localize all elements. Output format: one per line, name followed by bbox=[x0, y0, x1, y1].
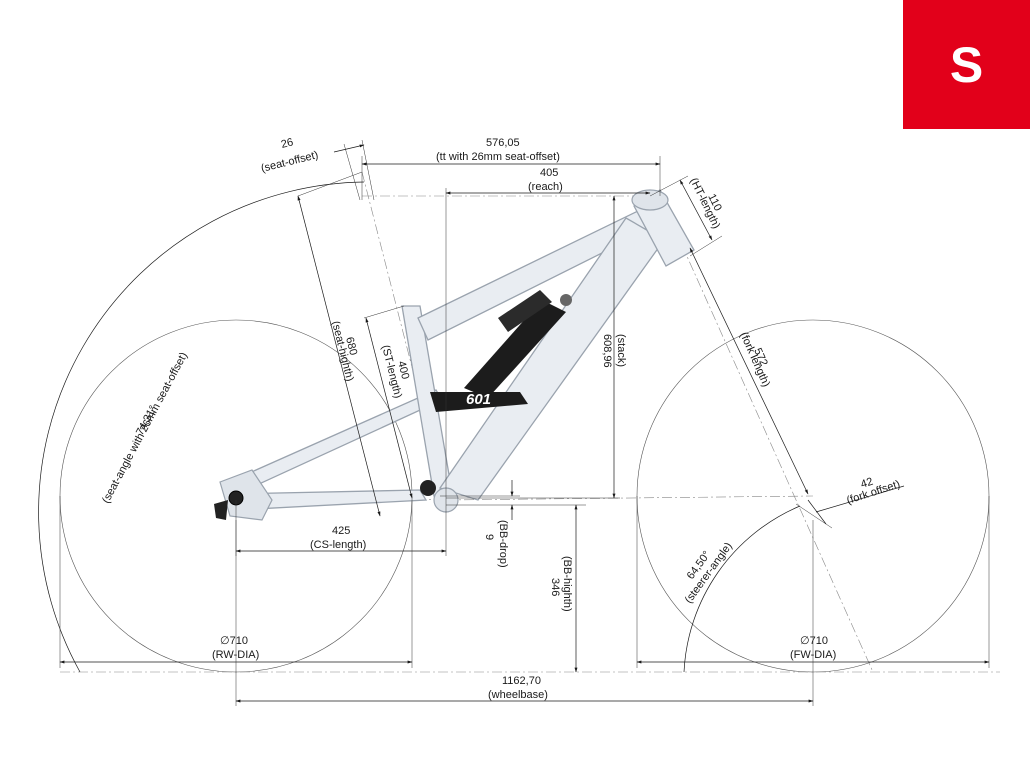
frame-decal: 601 bbox=[466, 391, 491, 408]
bb-height-value: 346 bbox=[549, 578, 561, 596]
bb-drop-label: (BB-drop) bbox=[497, 520, 509, 568]
seat-offset-label: (seat-offset) bbox=[260, 149, 320, 175]
reach-dimension: 405 (reach) bbox=[445, 167, 651, 500]
seat-angle-dimension: 74,31° (seat-angle with 26mm seat-offset… bbox=[38, 181, 365, 673]
stack-value: 608,96 bbox=[601, 334, 613, 368]
size-badge: S bbox=[903, 0, 1030, 129]
reach-label: (reach) bbox=[528, 181, 563, 193]
bb-drop-value: 9 bbox=[483, 534, 495, 540]
fork-offset-value: 42 bbox=[859, 476, 874, 491]
seat-height-dimension: 680 (seat-highth) bbox=[297, 171, 381, 517]
fork-offset-label: (fork offset) bbox=[845, 478, 901, 507]
seat-offset-dimension: 26 (seat-offset) bbox=[260, 136, 375, 201]
rear-wheel-label: (RW-DIA) bbox=[212, 649, 259, 661]
seat-offset-value: 26 bbox=[280, 136, 295, 151]
seat-tube-dimension: 400 (ST-length) bbox=[363, 305, 413, 499]
wheelbase-label: (wheelbase) bbox=[488, 689, 548, 701]
rear-wheel-value: ∅710 bbox=[220, 635, 248, 647]
chainstay-value: 425 bbox=[332, 525, 350, 537]
fork-offset-dimension: 42 (fork offset) bbox=[795, 476, 905, 529]
chainstay-dimension: 425 (CS-length) bbox=[235, 500, 447, 556]
stack-dimension: 608,96 (stack) bbox=[446, 195, 627, 499]
seat-tube-value: 400 bbox=[395, 360, 411, 381]
reach-value: 405 bbox=[540, 167, 558, 179]
bb-height-label: (BB-highth) bbox=[561, 556, 573, 612]
stack-label: (stack) bbox=[615, 334, 627, 367]
top-tube-value: 576,05 bbox=[486, 137, 520, 149]
chainstay-label: (CS-length) bbox=[310, 539, 366, 551]
front-wheel-value: ∅710 bbox=[800, 635, 828, 647]
wheelbase-value: 1162,70 bbox=[502, 675, 541, 687]
size-label: S bbox=[949, 36, 984, 93]
fork-length-dimension: 572 (fork length) bbox=[689, 247, 809, 495]
bb-height-dimension: 346 (BB-highth) bbox=[549, 504, 578, 673]
wheelbase-dimension: 1162,70 (wheelbase) bbox=[235, 520, 814, 706]
seat-height-value: 680 bbox=[343, 336, 359, 357]
top-tube-label: (tt with 26mm seat-offset) bbox=[436, 151, 560, 163]
top-tube-dimension: 576,05 (tt with 26mm seat-offset) bbox=[361, 137, 661, 200]
bb-drop-dimension: 9 (BB-drop) bbox=[440, 480, 586, 568]
steerer-angle-dimension: 64,50° (steerer-angle) bbox=[683, 505, 801, 673]
seat-angle-label: (seat-angle with 26mm seat-offset) bbox=[100, 350, 190, 505]
